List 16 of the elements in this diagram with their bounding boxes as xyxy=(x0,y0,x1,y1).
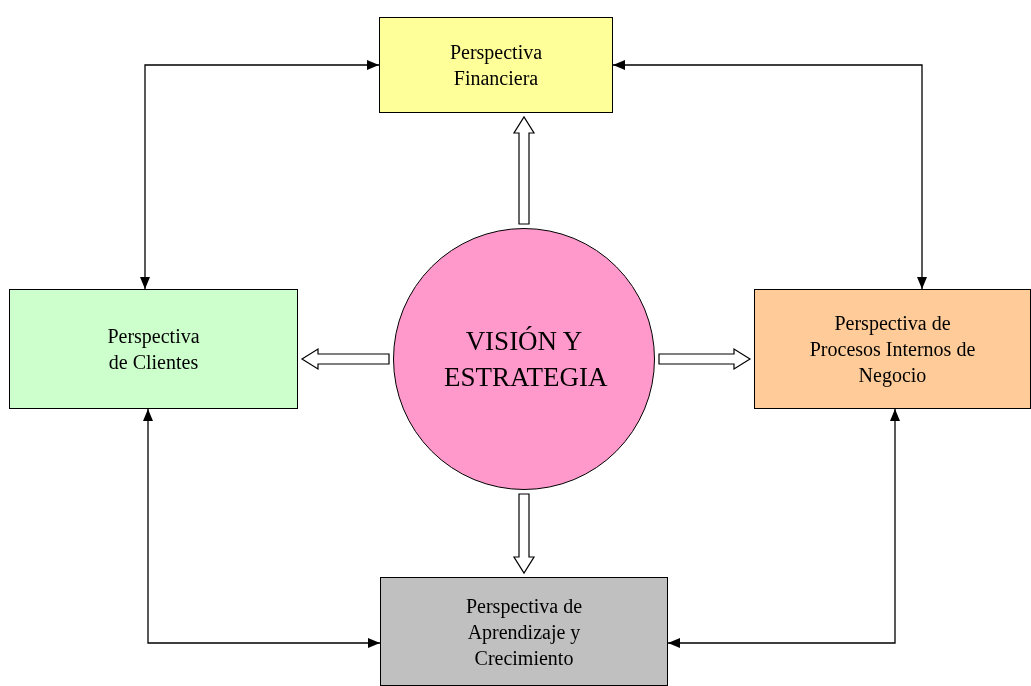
arrow xyxy=(143,408,381,648)
arrow xyxy=(612,60,927,290)
box-label: Perspectiva Financiera xyxy=(448,40,544,91)
box-label: Perspectiva de Aprendizaje y Crecimiento xyxy=(464,593,584,671)
arrow xyxy=(140,60,380,290)
hollow-arrow xyxy=(658,347,752,371)
hollow-arrow xyxy=(300,347,390,371)
box-label: Perspectiva de Clientes xyxy=(106,324,201,375)
perspective-box xyxy=(754,289,1031,409)
perspective-box xyxy=(379,17,613,113)
arrow xyxy=(667,408,900,648)
hollow-arrow xyxy=(512,115,536,225)
perspective-box xyxy=(9,289,298,409)
perspective-box xyxy=(380,577,668,686)
hollow-arrow xyxy=(512,493,536,575)
box-label: Perspectiva de Procesos Internos de Negocio xyxy=(808,311,977,388)
